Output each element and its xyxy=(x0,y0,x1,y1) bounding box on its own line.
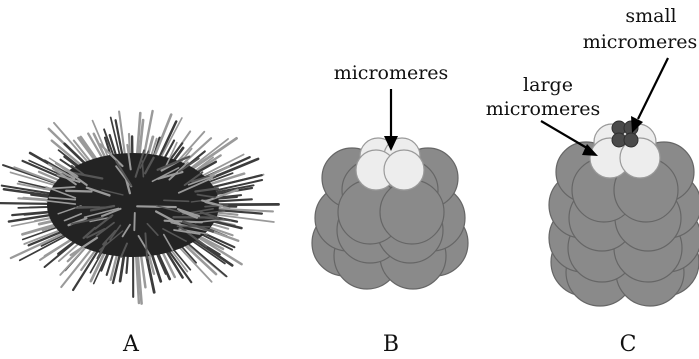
panel-label-b: B xyxy=(383,332,399,357)
large-micromeres-arrow xyxy=(541,121,592,151)
panel-label-c: C xyxy=(620,332,637,357)
large-label-line1: large xyxy=(523,74,573,96)
urchin-spine xyxy=(164,200,189,201)
urchin-spine xyxy=(134,213,135,230)
large-label-line2: micromeres xyxy=(486,98,601,120)
small-label-line2: micromeres xyxy=(583,31,698,53)
panel-label-a: A xyxy=(122,332,140,357)
micromeres-label-b: micromeres xyxy=(334,62,449,84)
small-label-line1: small xyxy=(625,5,676,27)
embryo-b: micromeres xyxy=(312,62,468,289)
embryo-c: small micromeres large micromeres xyxy=(486,5,699,306)
sea-urchin xyxy=(0,111,279,304)
small-micromeres-arrow xyxy=(638,58,668,119)
urchin-body xyxy=(47,153,219,257)
urchin-spine xyxy=(66,191,91,192)
